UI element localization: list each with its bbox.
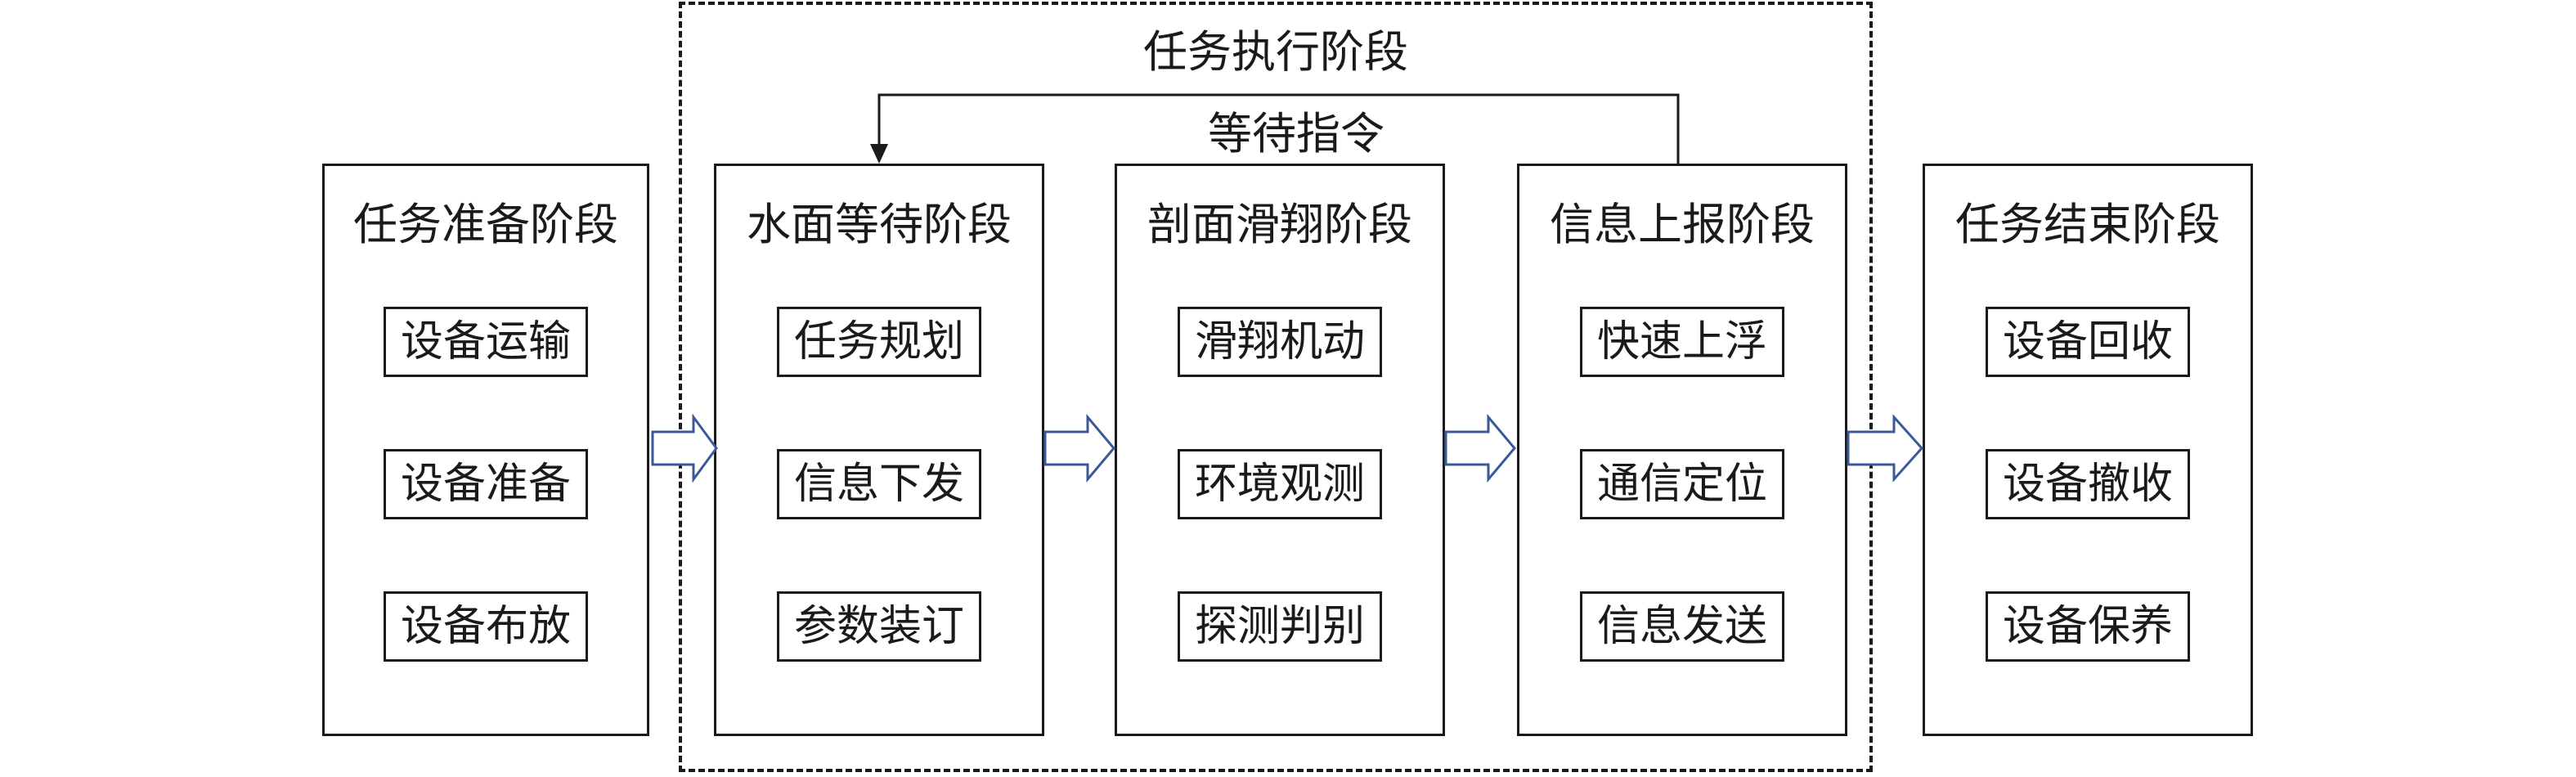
task-box: 设备准备 bbox=[384, 449, 588, 519]
stage-info-reporting: 信息上报阶段 快速上浮 通信定位 信息发送 bbox=[1517, 164, 1847, 736]
flow-arrow-3 bbox=[1444, 413, 1516, 483]
stage-title: 任务结束阶段 bbox=[1955, 199, 2220, 250]
task-box: 设备运输 bbox=[384, 307, 588, 377]
flow-arrow-2 bbox=[1043, 413, 1115, 483]
task-box: 探测判别 bbox=[1178, 591, 1382, 662]
task-box: 设备保养 bbox=[1986, 591, 2190, 662]
task-box: 通信定位 bbox=[1580, 449, 1784, 519]
task-box: 滑翔机动 bbox=[1178, 307, 1382, 377]
task-box: 任务规划 bbox=[777, 307, 981, 377]
task-box: 信息发送 bbox=[1580, 591, 1784, 662]
task-box: 设备撤收 bbox=[1986, 449, 2190, 519]
stage-title: 水面等待阶段 bbox=[747, 199, 1012, 250]
stage-task-preparation: 任务准备阶段 设备运输 设备准备 设备布放 bbox=[322, 164, 649, 736]
stage-title: 任务准备阶段 bbox=[353, 199, 618, 250]
stage-surface-waiting: 水面等待阶段 任务规划 信息下发 参数装订 bbox=[714, 164, 1044, 736]
feedback-loop-arrowhead bbox=[870, 144, 888, 164]
stage-title: 信息上报阶段 bbox=[1550, 199, 1815, 250]
task-box: 设备布放 bbox=[384, 591, 588, 662]
flow-arrow-4 bbox=[1847, 414, 1924, 483]
task-box: 信息下发 bbox=[777, 449, 981, 519]
task-box: 快速上浮 bbox=[1580, 307, 1784, 377]
wait-command-label: 等待指令 bbox=[1208, 108, 1384, 159]
execution-phase-title: 任务执行阶段 bbox=[1143, 26, 1408, 78]
execution-phase-region bbox=[679, 2, 1873, 772]
task-box: 设备回收 bbox=[1986, 307, 2190, 377]
stage-title: 剖面滑翔阶段 bbox=[1147, 199, 1412, 250]
task-box: 参数装订 bbox=[777, 591, 981, 662]
task-box: 环境观测 bbox=[1178, 449, 1382, 519]
feedback-loop-line bbox=[877, 93, 1680, 164]
flow-arrow-1 bbox=[651, 413, 718, 483]
stage-profile-gliding: 剖面滑翔阶段 滑翔机动 环境观测 探测判别 bbox=[1115, 164, 1445, 736]
stage-task-ending: 任务结束阶段 设备回收 设备撤收 设备保养 bbox=[1923, 164, 2253, 736]
